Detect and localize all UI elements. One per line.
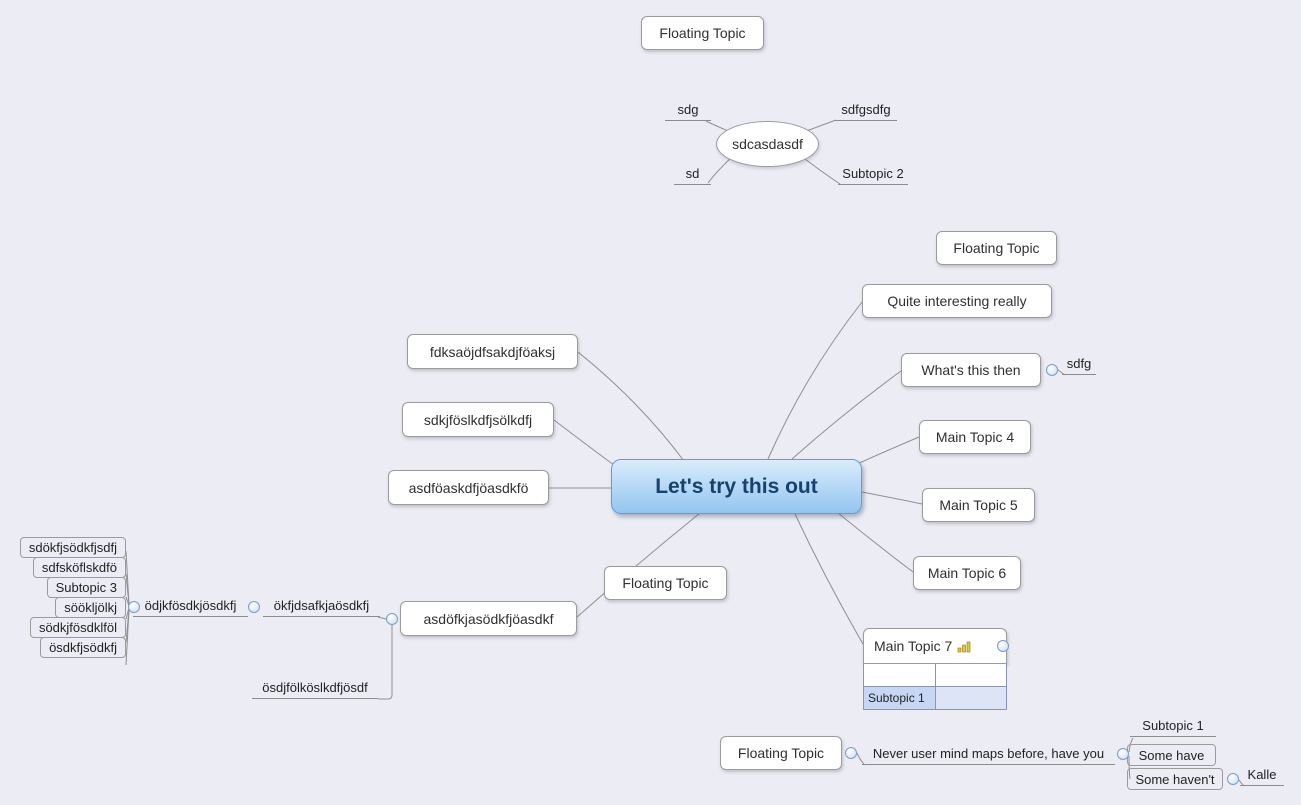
stack-item[interactable]: ösdkfjsödkfj: [40, 637, 126, 658]
collapse-handle-floating-bottom[interactable]: [845, 747, 857, 759]
table-cell-subtopic-1[interactable]: Subtopic 1: [864, 687, 935, 709]
ellipse-child-sdg[interactable]: sdg: [665, 102, 711, 121]
floating-topic-mid[interactable]: Floating Topic: [604, 566, 727, 600]
stack-item[interactable]: sdökfjsödkfjsdfj: [19, 537, 126, 558]
subtopic-never-used-mindmaps[interactable]: Never user mind maps before, have you: [862, 745, 1115, 765]
main-topic-6[interactable]: Main Topic 6: [913, 556, 1021, 590]
main-topic-7[interactable]: Main Topic 7: [863, 628, 1007, 664]
collapse-handle-some-havent[interactable]: [1227, 773, 1239, 785]
table-cell-empty-1[interactable]: [864, 664, 935, 686]
main-topic-7-table: Subtopic 1: [863, 664, 1007, 710]
collapse-handle-odjkfosdkjo[interactable]: [128, 601, 140, 613]
stack-item[interactable]: söökljölkj: [55, 597, 126, 618]
floating-topic-bottom[interactable]: Floating Topic: [720, 736, 842, 770]
main-topic-5[interactable]: Main Topic 5: [922, 488, 1035, 522]
subtopic-some-have[interactable]: Some have: [1127, 744, 1216, 766]
ellipse-child-sd[interactable]: sd: [674, 166, 711, 185]
main-topic-4[interactable]: Main Topic 4: [919, 420, 1031, 454]
subtopic-stack: sdökfjsödkfjsdfj sdfsköflskdfö Subtopic …: [19, 537, 126, 658]
floating-topic-right[interactable]: Floating Topic: [936, 231, 1057, 265]
subtopic-1-label[interactable]: Subtopic 1: [1130, 718, 1216, 737]
chart-icon: [958, 641, 971, 652]
collapse-handle-asdofkja[interactable]: [386, 613, 398, 625]
subtopic-some-havent[interactable]: Some haven't: [1127, 768, 1223, 790]
collapse-handle-main-topic-7[interactable]: [997, 640, 1009, 652]
subtopic-osdjfolkos[interactable]: ösdjfölköslkdfjösdf: [252, 680, 378, 699]
main-topic-quite-interesting[interactable]: Quite interesting really: [862, 284, 1052, 318]
collapse-handle-never-used[interactable]: [1117, 748, 1129, 760]
main-topic-fdksa[interactable]: fdksaöjdfsakdjföaksj: [407, 334, 578, 369]
main-topic-asdfoas[interactable]: asdföaskdfjöasdkfö: [388, 470, 549, 505]
subtopic-okfjdsafkja[interactable]: ökfjdsafkjaösdkfj: [263, 598, 380, 617]
subtopic-odjkfosdkjo[interactable]: ödjkfösdkjösdkfj: [133, 598, 248, 617]
main-topic-7-label: Main Topic 7: [874, 638, 953, 654]
ellipse-child-subtopic-2[interactable]: Subtopic 2: [838, 166, 908, 185]
main-topic-asdofkja[interactable]: asdöfkjasödkfjöasdkf: [400, 601, 577, 636]
ellipse-child-sdfgsdfg[interactable]: sdfgsdfg: [835, 102, 897, 121]
stack-item[interactable]: södkjfösdklföl: [29, 617, 126, 638]
table-cell-empty-2[interactable]: [935, 664, 1006, 686]
central-topic[interactable]: Let's try this out: [611, 459, 862, 514]
ellipse-topic[interactable]: sdcasdasdf: [716, 121, 819, 167]
table-cell-empty-3[interactable]: [935, 687, 1006, 709]
stack-item[interactable]: Subtopic 3: [46, 577, 126, 598]
collapse-handle-whats-this-then[interactable]: [1046, 364, 1058, 376]
stack-item[interactable]: sdfsköflskdfö: [32, 557, 126, 578]
subtopic-kalle[interactable]: Kalle: [1240, 767, 1284, 786]
floating-topic-top[interactable]: Floating Topic: [641, 16, 764, 50]
collapse-handle-okfjdsafkja[interactable]: [248, 601, 260, 613]
main-topic-sdkjfo[interactable]: sdkjföslkdfjsölkdfj: [402, 402, 554, 437]
main-topic-whats-this-then[interactable]: What's this then: [901, 353, 1041, 387]
main-topic-7-group: Main Topic 7 Subtopic 1: [863, 628, 1007, 710]
subtopic-sdfg[interactable]: sdfg: [1062, 356, 1096, 375]
